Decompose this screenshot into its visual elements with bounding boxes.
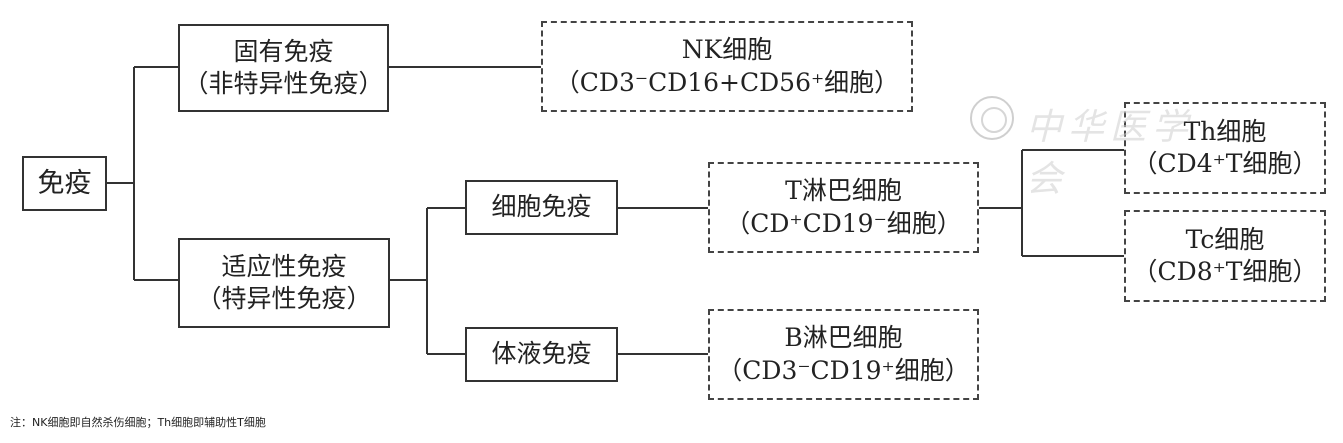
node-adaptive-immunity: 适应性免疫 （特异性免疫） [178, 238, 390, 328]
footnote: 注：NK细胞即自然杀伤细胞；Th细胞即辅助性T细胞 [10, 416, 266, 429]
node-adaptive-subtitle: （特异性免疫） [196, 284, 372, 313]
node-t-title: T淋巴细胞 [785, 176, 902, 205]
node-th-title: Th细胞 [1183, 116, 1267, 146]
node-tc-subtitle: （CD8⁺T细胞） [1132, 257, 1318, 286]
node-cellular-immunity: 细胞免疫 [465, 180, 618, 235]
node-innate-immunity: 固有免疫 （非特异性免疫） [178, 24, 389, 112]
node-cellular-label: 细胞免疫 [491, 192, 592, 222]
node-nk-title: NK细胞 [681, 35, 773, 64]
node-th-subtitle: （CD4⁺T细胞） [1132, 149, 1318, 178]
node-t-subtitle: （CD⁺CD19⁻细胞） [725, 208, 962, 238]
node-t-lymphocyte: T淋巴细胞 （CD⁺CD19⁻细胞） [708, 162, 979, 253]
node-nk-subtitle: （CD3⁻CD16+CD56⁺细胞） [554, 67, 900, 97]
node-innate-title: 固有免疫 [233, 36, 334, 66]
node-humoral-label: 体液免疫 [491, 339, 592, 369]
node-th-cell: Th细胞 （CD4⁺T细胞） [1124, 102, 1326, 194]
node-adaptive-title: 适应性免疫 [221, 251, 347, 281]
node-immunity-label: 免疫 [37, 167, 92, 199]
node-tc-cell: Tc细胞 （CD8⁺T细胞） [1124, 210, 1326, 302]
node-b-lymphocyte: B淋巴细胞 （CD3⁻CD19⁺细胞） [708, 309, 979, 400]
node-immunity: 免疫 [22, 156, 107, 211]
node-nk-cell: NK细胞 （CD3⁻CD16+CD56⁺细胞） [541, 21, 913, 112]
node-innate-subtitle: （非特异性免疫） [183, 69, 384, 98]
node-b-subtitle: （CD3⁻CD19⁺细胞） [717, 355, 970, 385]
node-tc-title: Tc细胞 [1185, 224, 1265, 254]
node-b-title: B淋巴细胞 [784, 323, 903, 352]
node-humoral-immunity: 体液免疫 [465, 327, 618, 382]
